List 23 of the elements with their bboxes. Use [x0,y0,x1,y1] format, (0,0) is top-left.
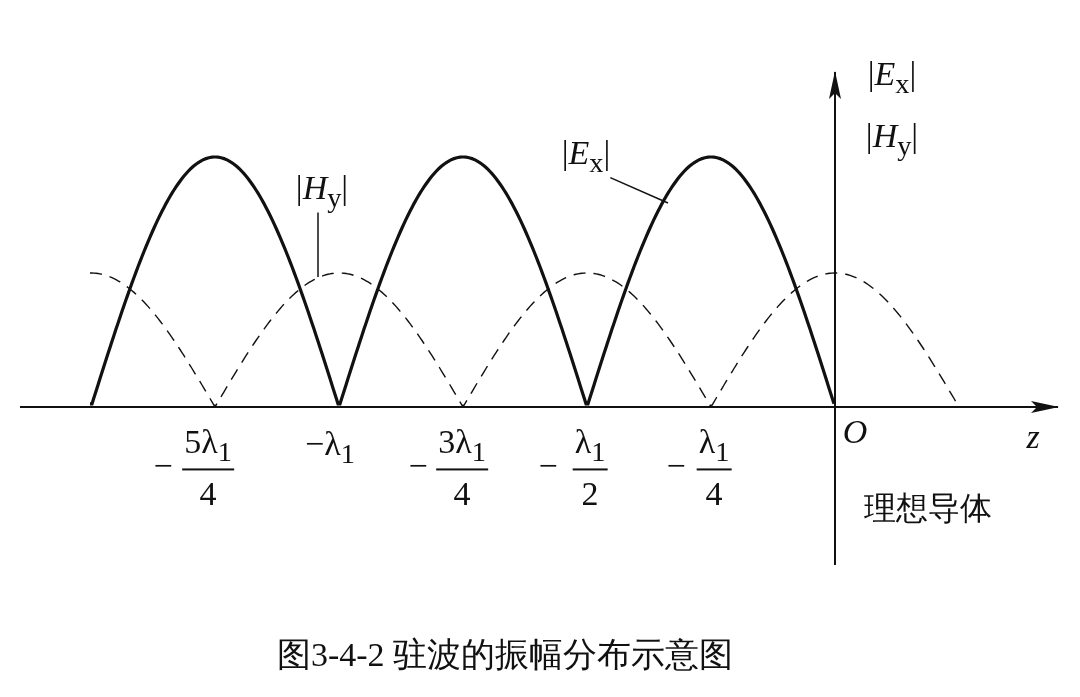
leader-line [609,176,669,204]
axis-label: z [1026,420,1040,454]
caption: 图3-4-2 驻波的振幅分布示意图 [276,638,734,672]
origin-label: O [842,415,868,449]
tick-label: −λ$_{1}$ [305,427,355,469]
fraction-denominator: 4 [453,477,471,511]
curve-label: |E$_{x}$| [561,136,611,178]
conductor-label: 理想导体 [864,492,992,524]
axis-label: |H$_{y}$| [865,119,919,161]
fraction-denominator: 4 [199,477,217,511]
curve-label: |H$_{y}$| [295,171,349,213]
minus-sign: − [153,449,173,483]
fraction-numerator: 5λ$_{1}$ [182,425,234,471]
minus-sign: − [538,449,558,483]
axis-label: |E$_{x}$| [867,57,917,99]
fraction-denominator: 2 [581,477,599,511]
fraction-numerator: λ$_{1}$ [572,425,608,471]
leader-line [317,211,319,278]
minus-sign: − [666,449,686,483]
fraction-numerator: λ$_{1}$ [696,425,732,471]
fraction-numerator: 3λ$_{1}$ [436,425,488,471]
fraction-denominator: 4 [705,477,723,511]
minus-sign: − [408,449,428,483]
